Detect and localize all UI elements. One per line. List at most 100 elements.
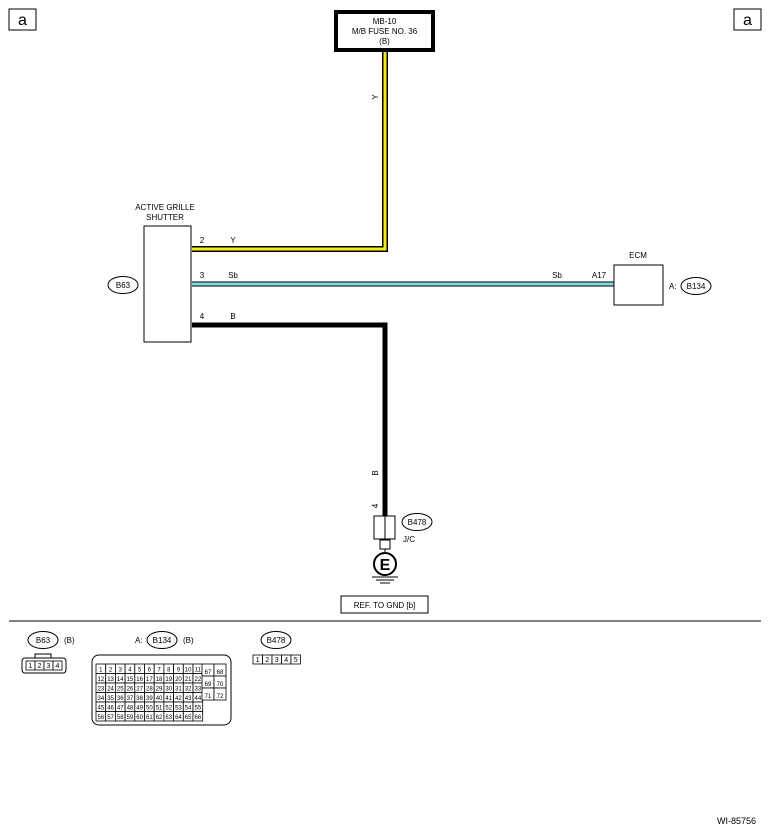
b63-pin-4: 4 — [52, 660, 63, 671]
b134-pin-64-label: 64 — [175, 715, 182, 721]
b134-pin-14-label: 14 — [117, 677, 124, 683]
b134-pin-47: 47 — [115, 701, 126, 712]
wire-black — [192, 322, 388, 516]
wire-label-ground-pin: 4 — [371, 503, 380, 508]
grille-wire-color-4: B — [230, 312, 235, 321]
b134-pin-65-label: 65 — [185, 715, 192, 721]
connector-view-b134-id: B134 — [153, 636, 172, 645]
grille-pin-2: 2 — [200, 236, 205, 245]
b134-pin-59: 59 — [124, 711, 136, 722]
connector-tag-b134-text: B134 — [687, 282, 706, 291]
b134-pin-54-label: 54 — [185, 706, 192, 712]
connector-tag-b478: B478 — [401, 513, 433, 531]
b134-pin-27-label: 27 — [136, 687, 143, 693]
b134-pin-49: 49 — [134, 701, 145, 712]
b134-pin-69-label: 69 — [205, 682, 212, 688]
b134-pin-29: 29 — [153, 682, 165, 693]
b134-pin-56-label: 56 — [98, 715, 105, 721]
b134-pin-67: 67 — [201, 663, 215, 677]
b134-pin-8-label: 8 — [167, 668, 171, 674]
b134-pin-60-label: 60 — [136, 715, 143, 721]
b134-pin-62: 62 — [153, 711, 165, 722]
active-grille-shutter: ACTIVE GRILLE SHUTTER — [135, 203, 195, 343]
b63-pin-1-label: 1 — [29, 663, 33, 670]
b134-pin-40: 40 — [153, 692, 165, 703]
b134-pin-39: 39 — [144, 692, 155, 703]
b134-pin-13: 13 — [105, 673, 116, 684]
b134-pin-31: 31 — [173, 682, 184, 693]
ecm: ECM — [613, 251, 664, 306]
connector-tag-b63: B63 — [107, 276, 139, 294]
connector-view-b63-note: (B) — [64, 636, 75, 645]
b63-pin-2: 2 — [34, 660, 45, 671]
corner-mark-left: a — [8, 8, 37, 31]
fuse-box: MB-10 M/B FUSE NO. 36 (B) — [334, 10, 435, 52]
b134-pin-7: 7 — [153, 663, 165, 674]
connector-tag-b478-text: B478 — [408, 518, 427, 527]
b134-pin-6-label: 6 — [148, 668, 152, 674]
b134-pin-4: 4 — [124, 663, 136, 674]
b134-pin-35: 35 — [105, 692, 116, 703]
b134-pin-50: 50 — [144, 701, 155, 712]
b134-pin-18: 18 — [153, 673, 165, 684]
b134-pin-23: 23 — [95, 682, 107, 693]
b134-pin-44: 44 — [192, 692, 204, 703]
connector-view-b134-prefix: A: — [135, 636, 143, 645]
b134-pin-57: 57 — [105, 711, 116, 722]
b134-pin-69: 69 — [201, 675, 215, 689]
ground-symbol-letter: E — [380, 557, 391, 574]
b134-pin-48: 48 — [124, 701, 136, 712]
b134-pin-10-label: 10 — [185, 668, 192, 674]
b134-pin-52-label: 52 — [165, 706, 172, 712]
b134-pin-11-label: 11 — [195, 668, 202, 674]
b478-pin-4-label: 4 — [284, 657, 288, 664]
b134-pin-24: 24 — [105, 682, 116, 693]
b134-pin-68: 68 — [213, 663, 227, 677]
b63-pin-1: 1 — [25, 660, 36, 671]
b134-pin-34: 34 — [95, 692, 107, 703]
b134-pin-71-label: 71 — [205, 694, 212, 700]
b134-pin-33: 33 — [192, 682, 204, 693]
b134-pin-19: 19 — [163, 673, 174, 684]
b134-pin-71: 71 — [201, 687, 215, 701]
b134-pin-25-label: 25 — [117, 687, 124, 693]
b134-pin-43-label: 43 — [185, 696, 192, 702]
b134-pin-22: 22 — [192, 673, 204, 684]
connector-tag-b63-text: B63 — [116, 281, 131, 290]
wire-label-fuse-y: Y — [371, 94, 380, 100]
b134-pin-24-label: 24 — [107, 687, 114, 693]
b134-pin-23-label: 23 — [98, 687, 105, 693]
b134-pin-6: 6 — [144, 663, 155, 674]
b134-pin-53: 53 — [173, 701, 184, 712]
b134-pin-15-label: 15 — [127, 677, 134, 683]
b134-pin-38-label: 38 — [136, 696, 143, 702]
b134-pin-5-label: 5 — [138, 668, 142, 674]
b134-pin-72-label: 72 — [217, 694, 224, 700]
b134-pin-50-label: 50 — [146, 706, 153, 712]
b134-pin-63: 63 — [163, 711, 174, 722]
b134-pin-19-label: 19 — [165, 677, 172, 683]
ecm-pin: A17 — [592, 271, 607, 280]
connector-view-b478-id: B478 — [267, 636, 286, 645]
b134-pin-61-label: 61 — [146, 715, 153, 721]
b63-pin-3: 3 — [43, 660, 54, 671]
b134-pin-30: 30 — [163, 682, 174, 693]
fuse-line-2: M/B FUSE NO. 36 — [352, 27, 418, 36]
b134-pin-21-label: 21 — [185, 677, 192, 683]
b134-pin-49-label: 49 — [136, 706, 143, 712]
b134-pin-56: 56 — [95, 711, 107, 722]
wire-label-ground-b: B — [371, 470, 380, 475]
b134-pin-16-label: 16 — [136, 677, 143, 683]
b134-pin-72: 72 — [213, 687, 227, 701]
b134-pin-25: 25 — [115, 682, 126, 693]
b134-pin-61: 61 — [144, 711, 155, 722]
b134-pin-8: 8 — [163, 663, 174, 674]
b134-pin-13-label: 13 — [107, 677, 114, 683]
fuse-line-1: MB-10 — [373, 17, 397, 26]
b134-pin-20-label: 20 — [175, 677, 182, 683]
ref-to-gnd-box: REF. TO GND [b] — [340, 595, 429, 614]
b134-pin-33-label: 33 — [195, 687, 202, 693]
b134-pin-12-label: 12 — [98, 677, 105, 683]
